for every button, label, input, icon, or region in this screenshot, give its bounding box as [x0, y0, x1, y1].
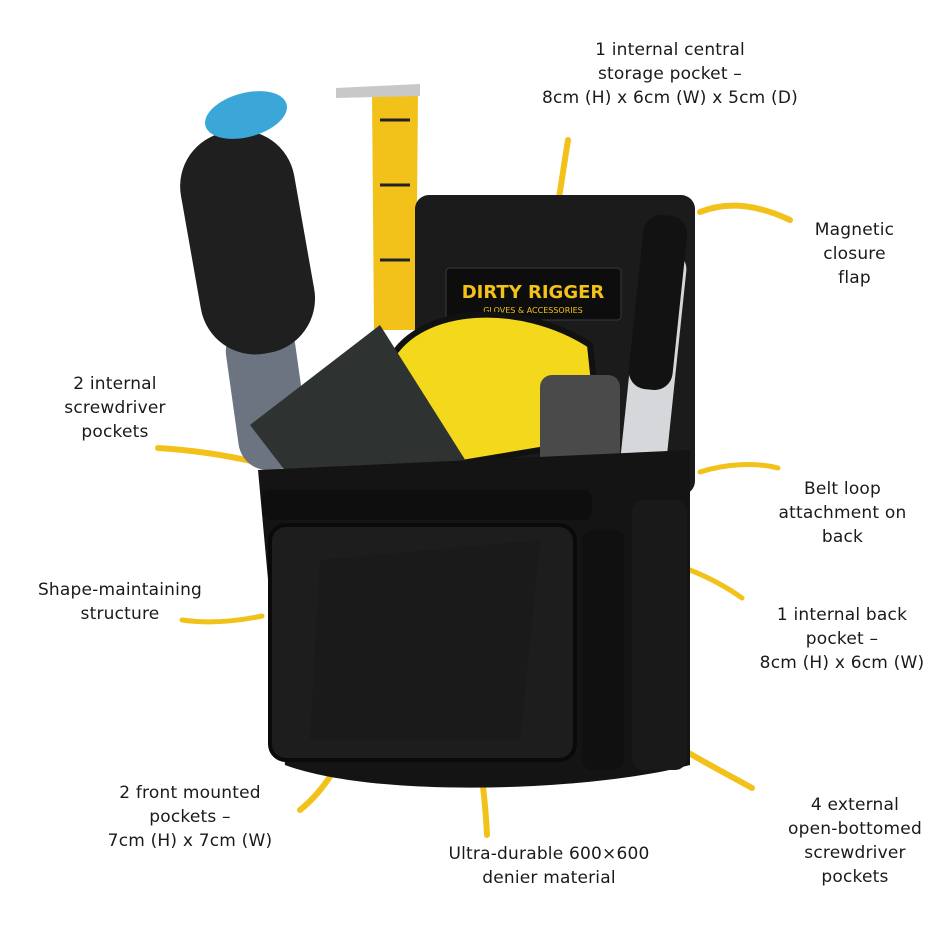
callout-denier-material: Ultra-durable 600×600 denier material	[448, 844, 650, 888]
stroke-magnetic-flap	[697, 202, 793, 223]
callout-external-pockets: 4 external open-bottomed screwdriver poc…	[788, 795, 922, 887]
callout-belt-loop: Belt loop attachment on back	[778, 479, 907, 547]
tape-measure-blade	[336, 84, 420, 330]
callout-central-pocket: 1 internal central storage pocket – 8cm …	[542, 40, 798, 108]
stroke-shape-structure	[179, 613, 265, 625]
callout-front-pockets: 2 front mounted pockets – 7cm (H) x 7cm …	[107, 783, 273, 851]
pouch: DIRTY RIGGER GLOVES & ACCESSORIES	[250, 195, 695, 788]
front-pocket-webbing-top	[262, 490, 592, 520]
tape-measure-grip	[540, 375, 620, 470]
marker-cap	[628, 214, 688, 391]
screwdriver-grip	[180, 130, 316, 355]
pocket-fold	[310, 540, 540, 740]
callout-back-pocket: 1 internal back pocket – 8cm (H) x 6cm (…	[759, 605, 925, 673]
external-sleeve-2	[632, 500, 687, 770]
callout-shape-structure: Shape-maintaining structure	[37, 580, 203, 624]
stroke-belt-loop	[697, 462, 781, 475]
callout-magnetic-flap: Magnetic closure flap	[814, 220, 895, 288]
external-sleeve-1	[582, 530, 624, 770]
brand-tagline: GLOVES & ACCESSORIES	[483, 306, 583, 315]
screwdriver	[180, 91, 316, 471]
screwdriver-cap	[205, 91, 287, 139]
callout-screwdriver-pockets: 2 internal screwdriver pockets	[64, 374, 166, 442]
stroke-back-pocket	[687, 567, 745, 601]
brand-logo: DIRTY RIGGER	[462, 282, 605, 303]
